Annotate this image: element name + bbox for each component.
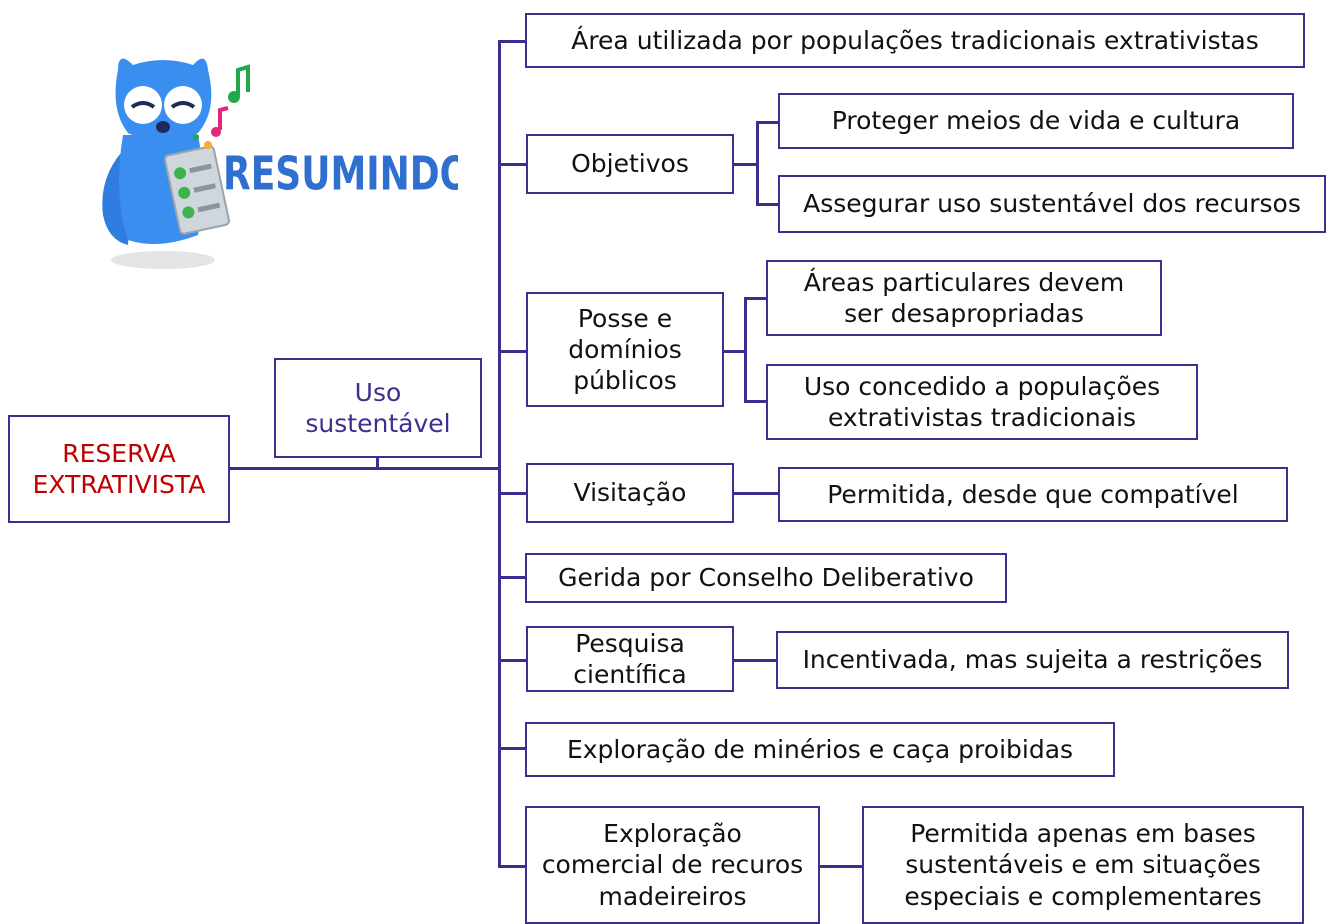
owl-beak-icon: [156, 121, 170, 133]
resumindo-logo: RESUMINDO: [102, 58, 458, 269]
logo-text: RESUMINDO: [223, 147, 458, 200]
checklist-icon: [163, 145, 230, 235]
branch-node-pesquisa: Pesquisa científica: [526, 626, 734, 692]
branch-node-visitacao: Visitação: [526, 463, 734, 523]
leaf-node-incentivada: Incentivada, mas sujeita a restrições: [776, 631, 1289, 689]
branch-node-posse: Posse e domínios públicos: [526, 292, 724, 407]
logo-shadow: [111, 251, 215, 269]
branch-node-gerida: Gerida por Conselho Deliberativo: [525, 553, 1007, 603]
leaf-node-assegurar: Assegurar uso sustentável dos recursos: [778, 175, 1326, 233]
category-node: Uso sustentável: [274, 358, 482, 458]
leaf-node-uso-concedido: Uso concedido a populações extrativistas…: [766, 364, 1198, 440]
leaf-node-permitida-apenas: Permitida apenas em bases sustentáveis e…: [862, 806, 1304, 924]
branch-node-exploracao-comercial: Exploração comercial de recuros madeirei…: [525, 806, 820, 924]
branch-node-area: Área utilizada por populações tradiciona…: [525, 13, 1305, 68]
leaf-node-proteger: Proteger meios de vida e cultura: [778, 93, 1294, 149]
leaf-node-permitida-visitacao: Permitida, desde que compatível: [778, 467, 1288, 522]
root-node: RESERVA EXTRATIVISTA: [8, 415, 230, 523]
leaf-node-areas-particulares: Áreas particulares devem ser desapropria…: [766, 260, 1162, 336]
branch-node-objetivos: Objetivos: [526, 134, 734, 194]
music-notes-icon: [193, 64, 250, 149]
branch-node-exploracao-minerios: Exploração de minérios e caça proibidas: [525, 722, 1115, 777]
